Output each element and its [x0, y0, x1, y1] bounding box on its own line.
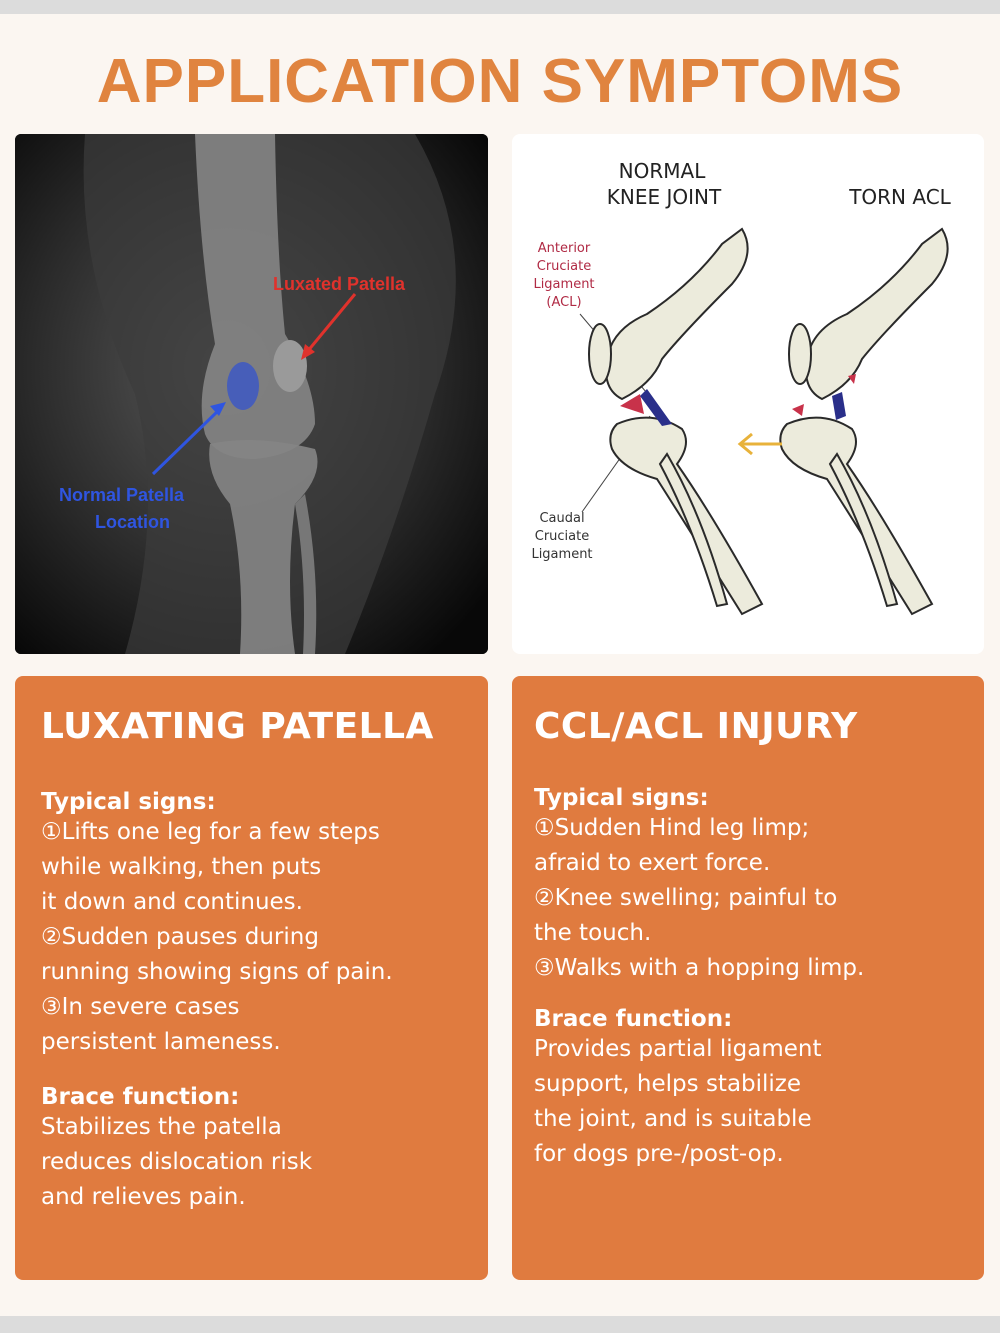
- left-signs-line: persistent lameness.: [41, 1029, 281, 1055]
- left-signs-line: it down and continues.: [41, 889, 303, 915]
- infographic-page: APPLICATION SYMPTOMS: [0, 14, 1000, 1316]
- acl-label: Anterior Cruciate Ligament (ACL): [533, 241, 594, 310]
- xray-image: Luxated Patella Normal Patella Location: [15, 134, 488, 654]
- left-signs-line: while walking, then puts: [41, 854, 322, 880]
- ccl-acl-heading: CCL/ACL INJURY: [534, 706, 858, 747]
- normal-knee-title-line1: NORMAL: [619, 159, 707, 183]
- right-signs-section: Typical signs: ①Sudden Hind leg limp; af…: [534, 785, 964, 986]
- ccl-acl-injury-card: CCL/ACL INJURY Typical signs: ①Sudden Hi…: [512, 676, 984, 1280]
- luxating-patella-card: LUXATING PATELLA Typical signs: ①Lifts o…: [15, 676, 488, 1280]
- right-brace-line: support, helps stabilize: [534, 1071, 802, 1097]
- right-brace-line: for dogs pre-/post-op.: [534, 1141, 784, 1167]
- svg-text:Ligament: Ligament: [533, 277, 594, 292]
- luxated-patella-label: Luxated Patella: [273, 274, 406, 294]
- right-signs-line: ①Sudden Hind leg limp;: [534, 815, 810, 841]
- normal-knee-drawing: [588, 227, 764, 616]
- svg-text:Ligament: Ligament: [531, 547, 592, 562]
- left-brace-label: Brace function:: [41, 1084, 240, 1110]
- right-signs-line: the touch.: [534, 920, 652, 946]
- right-signs-line: afraid to exert force.: [534, 850, 771, 876]
- svg-text:Cruciate: Cruciate: [537, 259, 591, 274]
- torn-acl-knee-drawing: [779, 227, 949, 616]
- luxating-patella-heading: LUXATING PATELLA: [41, 706, 434, 747]
- svg-text:Caudal: Caudal: [539, 511, 584, 526]
- left-signs-line: running showing signs of pain.: [41, 959, 393, 985]
- right-brace-label: Brace function:: [534, 1006, 733, 1032]
- page-title: APPLICATION SYMPTOMS: [96, 47, 904, 116]
- left-brace-section: Brace function: Stabilizes the patella r…: [41, 1084, 464, 1215]
- left-brace-line: and relieves pain.: [41, 1184, 246, 1210]
- svg-text:Anterior: Anterior: [538, 241, 591, 256]
- normal-knee-title-line2: KNEE JOINT: [607, 185, 722, 209]
- left-signs-line: ①Lifts one leg for a few steps: [41, 819, 380, 845]
- normal-patella-label-line2: Location: [95, 512, 170, 532]
- svg-text:(ACL): (ACL): [546, 295, 581, 310]
- caudal-label: Caudal Cruciate Ligament: [531, 511, 592, 562]
- knee-diagram: NORMAL KNEE JOINT TORN ACL Anterior Cruc…: [512, 134, 984, 654]
- right-brace-line: Provides partial ligament: [534, 1036, 822, 1062]
- right-brace-section: Brace function: Provides partial ligamen…: [534, 1006, 964, 1172]
- left-signs-section: Typical signs: ①Lifts one leg for a few …: [41, 789, 464, 1060]
- right-signs-label: Typical signs:: [534, 785, 709, 811]
- displacement-arrow-icon: [737, 432, 782, 456]
- right-signs-line: ③Walks with a hopping limp.: [534, 955, 865, 981]
- left-brace-line: reduces dislocation risk: [41, 1149, 313, 1175]
- left-brace-line: Stabilizes the patella: [41, 1114, 282, 1140]
- normal-patella-label-line1: Normal Patella: [59, 485, 185, 505]
- left-signs-line: ③In severe cases: [41, 994, 240, 1020]
- right-brace-line: the joint, and is suitable: [534, 1106, 812, 1132]
- left-signs-line: ②Sudden pauses during: [41, 924, 319, 950]
- torn-acl-title: TORN ACL: [848, 185, 951, 209]
- right-signs-line: ②Knee swelling; painful to: [534, 885, 838, 911]
- svg-text:Cruciate: Cruciate: [535, 529, 589, 544]
- left-signs-label: Typical signs:: [41, 789, 216, 815]
